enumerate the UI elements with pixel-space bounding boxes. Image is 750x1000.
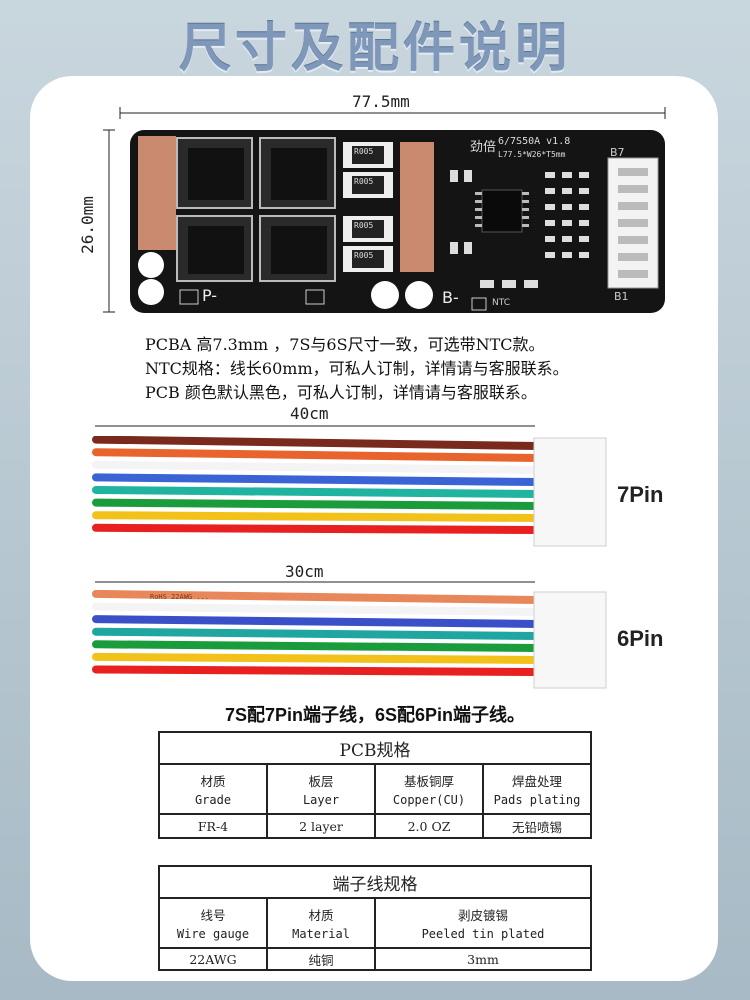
cable-6pin-wire: [92, 665, 542, 676]
pcb-brand: 劲倍: [470, 140, 497, 155]
mosfet-mark: R005: [354, 177, 374, 186]
wire-spec-title: 端子线规格: [158, 865, 592, 899]
pcb-board: 劲倍 6/7S50A v1.8 L77.5*W26*T5mm R005 R005…: [130, 130, 665, 313]
cable-7pin-wire: [92, 498, 542, 510]
cable-6pin-wire: [92, 602, 542, 616]
cable-7pin-label: 7Pin: [617, 482, 664, 507]
cable-7pin: [92, 436, 607, 547]
cable-6pin: RoHS 22AWG ...: [92, 590, 607, 689]
wire-spec-cell: 纯铜: [266, 947, 376, 971]
pcb-model: 6/7S50A v1.8: [498, 136, 571, 147]
cable-caption: 7S配7Pin端子线，6S配6Pin端子线。: [224, 705, 526, 725]
pad-b7: B7: [610, 146, 625, 159]
cable-7pin-wire: [92, 436, 542, 450]
note-line: NTC规格：线长60mm，可私人订制，详情请与客服联系。: [145, 359, 569, 378]
pcb-spec-cell: FR-4: [158, 813, 268, 839]
cable-6pin-wire: [92, 590, 542, 604]
mosfet-mark: R005: [354, 251, 374, 260]
pad-p-minus: P-: [202, 286, 218, 305]
cable-6pin-wire: [92, 615, 542, 628]
cable-6pin-length: 30cm: [285, 562, 324, 581]
cable-7pin-wire: [92, 448, 542, 462]
pcb-dims: L77.5*W26*T5mm: [498, 150, 566, 159]
cable-7pin-length: 40cm: [290, 404, 329, 423]
cable-6pin-wire: [92, 627, 542, 640]
wire-spec-cell: 3mm: [374, 947, 592, 971]
cable-6pin-wire: [92, 640, 542, 652]
note-line: PCB 颜色默认黑色，可私人订制，详情请与客服联系。: [145, 383, 537, 402]
pcb-artwork: [138, 136, 659, 311]
cable-6pin-print: RoHS 22AWG ...: [150, 593, 209, 601]
cable-7pin-wire: [92, 511, 542, 522]
cable-7pin-wire: [92, 523, 542, 534]
ntc-label: NTC: [492, 298, 510, 308]
cable-7pin-wire: [92, 460, 542, 474]
page-title: 尺寸及配件说明: [178, 19, 571, 79]
cable-7pin-connector: [533, 437, 607, 547]
pcb-height-label: 26.0mm: [78, 196, 97, 254]
cable-7pin-wire: [92, 486, 542, 498]
mosfet-mark: R005: [354, 147, 374, 156]
note-line: PCBA 高7.3mm ，7S与6S尺寸一致，可选带NTC款。: [145, 335, 545, 354]
cable-6pin-wire: [92, 652, 542, 664]
cable-6pin-connector: [533, 591, 607, 689]
pad-b-minus: B-: [442, 288, 459, 307]
pcb-spec-title: PCB规格: [158, 731, 592, 765]
pcb-width-label: 77.5mm: [352, 92, 410, 111]
cable-7pin-wire: [92, 473, 542, 486]
wire-spec-cell: 22AWG: [158, 947, 268, 971]
pcb-spec-cell: 无铅喷锡: [482, 813, 592, 839]
pad-b1: B1: [614, 290, 629, 303]
cable-6pin-label: 6Pin: [617, 626, 664, 651]
pcb-spec-cell: 2.0 OZ: [374, 813, 484, 839]
pcb-spec-cell: 2 layer: [266, 813, 376, 839]
mosfet-mark: R005: [354, 221, 374, 230]
